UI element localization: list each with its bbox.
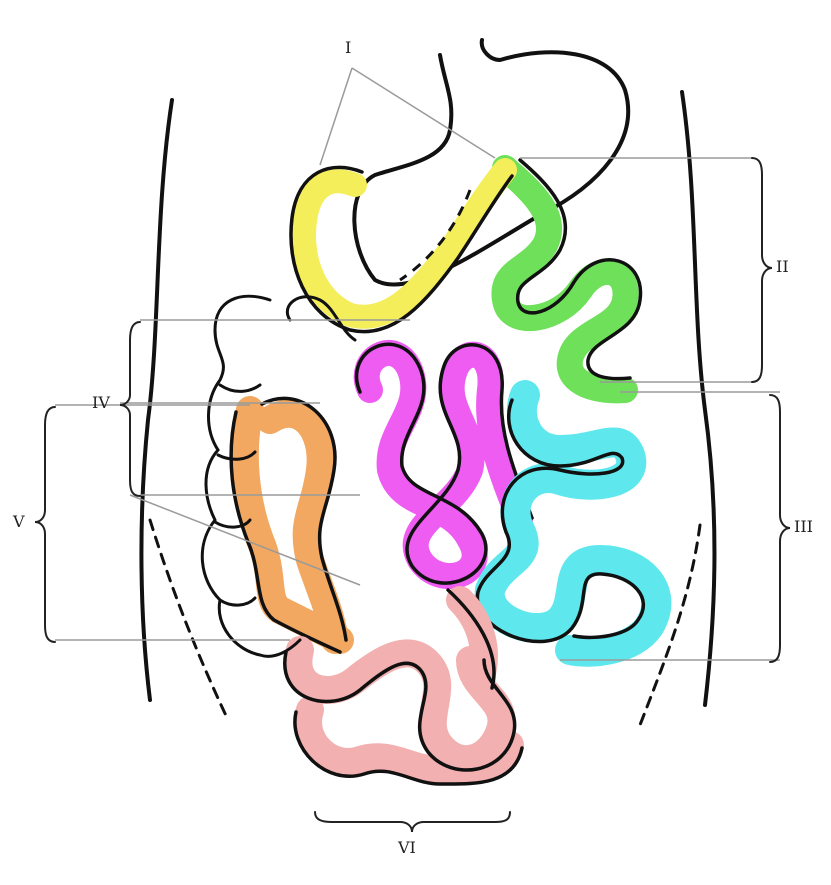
- label-group-6: VI: [398, 838, 416, 857]
- segment-group-1: [289, 158, 517, 334]
- left-torso-line: [139, 98, 174, 702]
- brace-6: [314, 811, 511, 833]
- label-group-3: III: [794, 517, 813, 536]
- brace-3: [769, 394, 791, 663]
- label-group-2: II: [776, 257, 789, 276]
- body-outline: [139, 90, 717, 727]
- label-group-1: I: [345, 38, 352, 57]
- label-group-4: IV: [92, 393, 110, 412]
- label-group-5: V: [13, 512, 25, 531]
- colon-outline: [200, 294, 357, 658]
- leader-lines: [55, 67, 780, 661]
- right-hip-dash: [638, 523, 702, 727]
- stomach: [352, 38, 631, 287]
- segment-group-6: [283, 586, 524, 786]
- brace-5: [34, 406, 56, 643]
- right-torso-line: [680, 90, 717, 707]
- braces: [34, 157, 791, 833]
- segment-group-2: [491, 155, 643, 404]
- segment-group-3: [474, 380, 672, 667]
- brace-2: [751, 157, 773, 383]
- segment-group-4: [229, 396, 354, 654]
- segment-group-5: [353, 340, 534, 589]
- left-hip-dash: [148, 518, 230, 722]
- brace-4: [119, 321, 141, 497]
